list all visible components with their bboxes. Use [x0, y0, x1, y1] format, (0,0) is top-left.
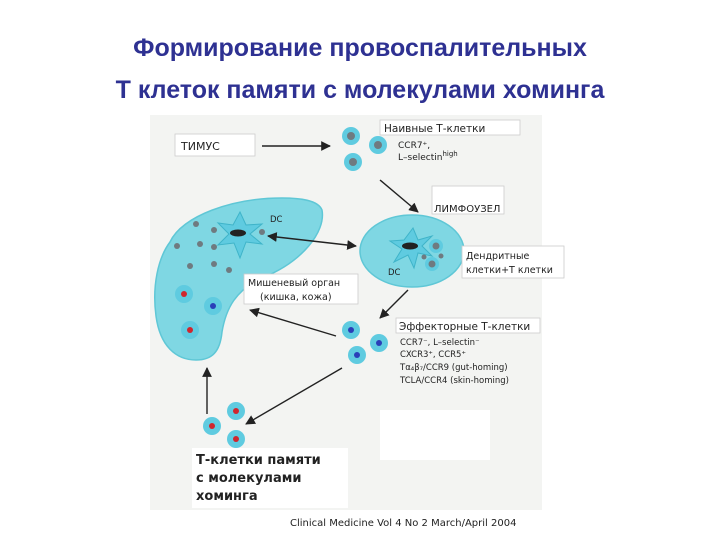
effector-marker-3: Tα₄β₇/CCR9 (gut-homing) [399, 363, 508, 373]
memory-label-3: хоминга [196, 489, 258, 504]
memory-label-2: с молекулами [196, 471, 301, 486]
lymph-node-cell-2-nucleus [429, 261, 436, 268]
effector-cell-3-marker [354, 352, 360, 358]
memory-cell-2-marker [209, 423, 215, 429]
target-organ-dc-nucleus [230, 230, 246, 237]
effector-cell-2-marker [376, 340, 382, 346]
naive-cell-3-nucleus [349, 158, 357, 166]
citation: Clinical Medicine Vol 4 No 2 March/April… [290, 518, 516, 529]
blank-box [380, 410, 490, 460]
effector-cell-1-marker [348, 327, 354, 333]
naive-title: Наивные Т-клетки [384, 123, 485, 135]
naive-marker-1: CCR7⁺, [398, 141, 430, 151]
thymus-label: ТИМУС [180, 140, 220, 153]
lymph-node-dc-nucleus [402, 243, 418, 250]
organ-dot-5 [211, 244, 217, 250]
effector-title: Эффекторные Т-клетки [399, 321, 530, 333]
lymph-node-dot-2 [439, 254, 444, 259]
target-organ-dc-label: DC [270, 215, 283, 225]
lymph-node-cell-1-nucleus [433, 243, 440, 250]
organ-dot-6 [259, 229, 265, 235]
organ-dot-1 [193, 221, 199, 227]
organ-dot-3 [197, 241, 203, 247]
organ-effector-cell-2-marker [210, 303, 216, 309]
effector-marker-4: TCLA/CCR4 (skin-homing) [399, 376, 509, 386]
organ-dot-8 [211, 261, 217, 267]
naive-cell-1-nucleus [347, 132, 355, 140]
organ-effector-cell-3-marker [187, 327, 193, 333]
naive-marker-2-text: L–selectin [398, 153, 442, 163]
organ-effector-cell-1-marker [181, 291, 187, 297]
lymph-node-dot-1 [422, 255, 427, 260]
dendritic-label-2: клетки+Т клетки [466, 265, 553, 276]
naive-cell-2-nucleus [374, 141, 382, 149]
naive-marker-2-sup: high [442, 150, 457, 158]
organ-dot-4 [174, 243, 180, 249]
lymph-node-dc-label: DC [388, 268, 401, 278]
organ-dot-2 [211, 227, 217, 233]
organ-dot-7 [187, 263, 193, 269]
dendritic-label-1: Дендритные [466, 251, 529, 262]
memory-cell-1-marker [233, 408, 239, 414]
target-organ-label-1: Мишеневый орган [248, 278, 340, 289]
memory-label-1: Т-клетки памяти [196, 453, 321, 468]
organ-dot-9 [226, 267, 232, 273]
target-organ-label-2: (кишка, кожа) [260, 292, 332, 303]
effector-marker-1: CCR7⁻, L–selectin⁻ [400, 338, 480, 348]
effector-marker-2: CXCR3⁺, CCR5⁺ [400, 350, 466, 360]
memory-cell-3-marker [233, 436, 239, 442]
lymph-node-label: ЛИМФОУЗЕЛ [434, 204, 500, 215]
